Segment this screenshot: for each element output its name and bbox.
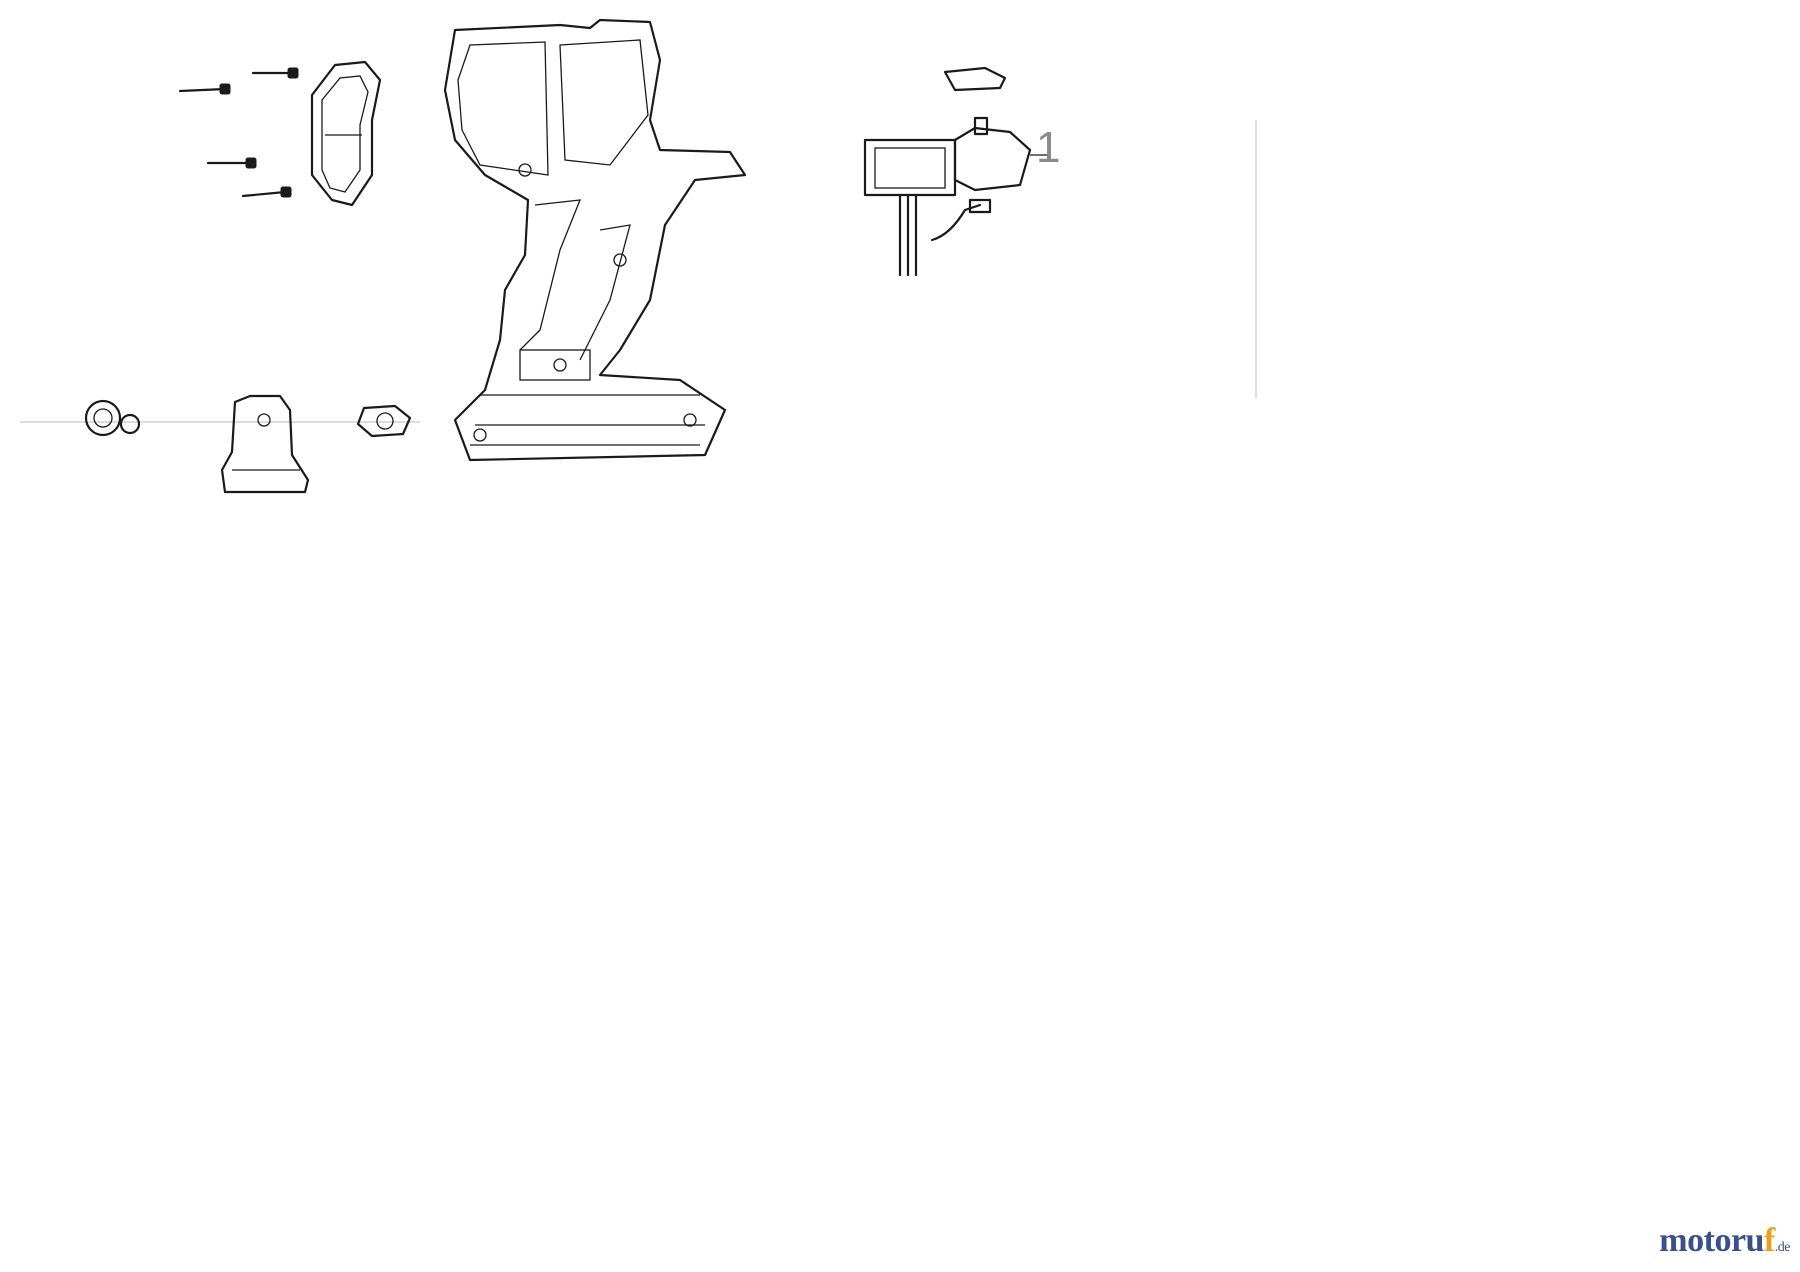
watermark-highlight: f — [1763, 1222, 1775, 1259]
watermark-tld: .de — [1774, 1240, 1791, 1255]
direction-knob — [84, 399, 141, 437]
watermark-main: motoru — [1659, 1222, 1764, 1259]
reversing-lever — [220, 394, 310, 494]
switch-assembly — [863, 66, 1050, 277]
screw — [178, 83, 231, 95]
housing-half-left — [443, 18, 747, 462]
screw — [251, 67, 299, 79]
screw — [241, 186, 292, 198]
screw-group-top-left — [178, 67, 299, 198]
watermark-logo[interactable]: motoruf.de — [1659, 1222, 1790, 1260]
belt-clip — [310, 60, 382, 207]
screw — [206, 157, 257, 169]
hex-nut — [356, 404, 412, 438]
part-callout-number: 1 — [1036, 123, 1061, 172]
